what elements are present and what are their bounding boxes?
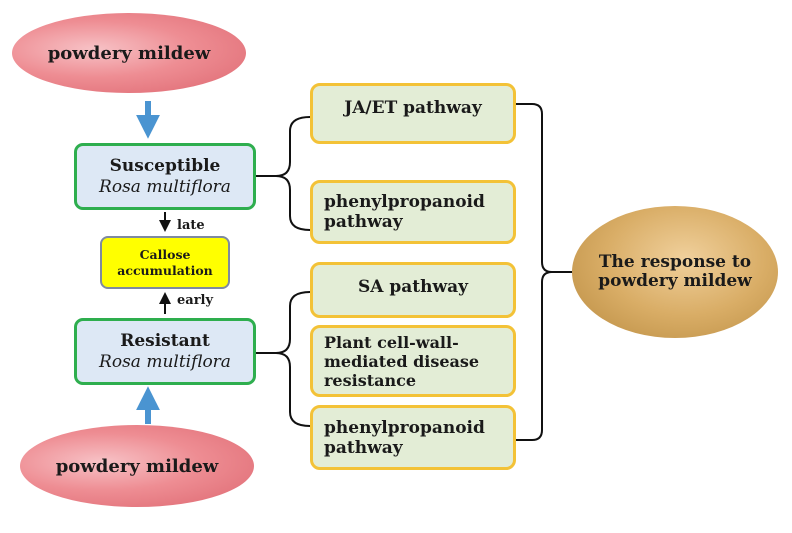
- pathway-phenylpropanoid-resistant: phenylpropanoid pathway: [310, 405, 516, 470]
- susceptible-box: Susceptible Rosa multiflora: [74, 143, 256, 210]
- pathway-phenylpropanoid-susceptible: phenylpropanoid pathway: [310, 180, 516, 244]
- late-label: late: [177, 218, 205, 233]
- callose-line1: Callose: [139, 246, 191, 262]
- bracket-susceptible: [256, 116, 311, 231]
- response-node: The response to powdery mildew: [572, 206, 778, 338]
- powdery-mildew-bottom: powdery mildew: [20, 425, 254, 507]
- powdery-mildew-top: powdery mildew: [12, 13, 246, 93]
- pathway-phenylpropanoid-susceptible-label: phenylpropanoid pathway: [324, 192, 485, 232]
- resistant-box: Resistant Rosa multiflora: [74, 318, 256, 385]
- early-label: early: [177, 293, 214, 308]
- powdery-mildew-bottom-label: powdery mildew: [55, 455, 219, 477]
- pathway-sa-label: SA pathway: [357, 277, 469, 297]
- bracket-response: [516, 103, 576, 441]
- callose-line2: accumulation: [117, 262, 213, 278]
- response-label: The response to powdery mildew: [598, 252, 752, 291]
- pathway-ja-et-label: JA/ET pathway: [344, 97, 482, 118]
- powdery-mildew-top-label: powdery mildew: [47, 42, 211, 64]
- bracket-resistant: [256, 291, 311, 427]
- resistant-species: Rosa multiflora: [99, 351, 231, 372]
- pathway-ja-et: JA/ET pathway: [310, 83, 516, 144]
- susceptible-species: Rosa multiflora: [99, 176, 231, 197]
- pathway-phenylpropanoid-resistant-label: phenylpropanoid pathway: [324, 417, 485, 458]
- pathway-cell-wall-resistance: Plant cell-wall-mediated disease resista…: [310, 325, 516, 397]
- callose-accumulation-box: Callose accumulation: [100, 236, 230, 289]
- pathway-sa: SA pathway: [310, 262, 516, 318]
- pathway-cell-wall-resistance-label: Plant cell-wall-mediated disease resista…: [324, 332, 480, 390]
- resistant-title: Resistant: [120, 330, 210, 351]
- susceptible-title: Susceptible: [109, 155, 221, 176]
